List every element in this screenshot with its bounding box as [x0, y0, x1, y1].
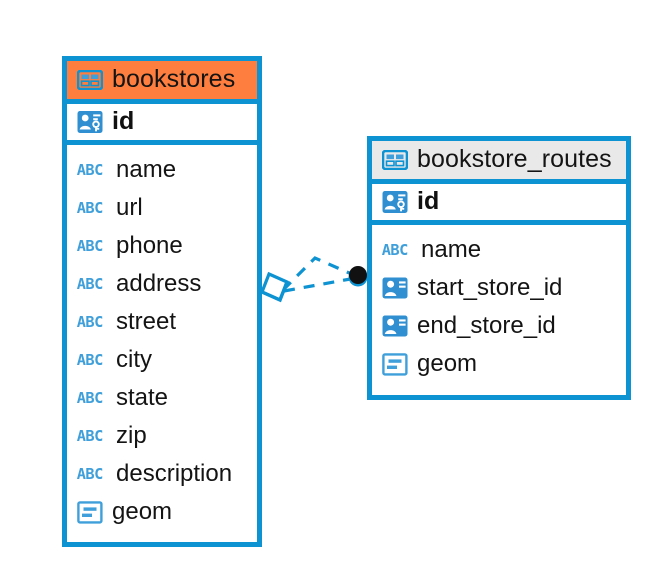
primary-key-label: id — [112, 107, 135, 135]
entity-header-bookstore-routes[interactable]: bookstore_routes — [372, 141, 626, 179]
foreign-key-icon — [382, 314, 408, 338]
abc-text-icon: ABC — [76, 274, 104, 293]
abc-text-icon: ABC — [76, 236, 104, 255]
field-row-phone[interactable]: ABC phone — [67, 227, 257, 265]
abc-text-icon: ABC — [76, 312, 104, 331]
entity-primary-key-row-bookstore-routes[interactable]: id — [372, 179, 626, 225]
table-icon — [77, 69, 103, 90]
abc-text-icon: ABC — [76, 426, 104, 445]
field-row-geom[interactable]: geom — [372, 345, 626, 383]
foreign-key-icon — [382, 276, 408, 300]
relationship-circle-halo — [348, 267, 368, 287]
primary-key-icon — [77, 110, 103, 134]
field-label: geom — [417, 350, 478, 377]
field-row-state[interactable]: ABC state — [67, 379, 257, 417]
entity-fields-bookstore-routes: ABC name start_store_id — [372, 225, 626, 389]
abc-text-icon: ABC — [76, 350, 104, 369]
field-label: url — [116, 194, 143, 221]
abc-text-icon: ABC — [381, 240, 409, 259]
field-label: end_store_id — [417, 312, 556, 339]
abc-text-icon: ABC — [76, 160, 104, 179]
field-label: name — [421, 236, 482, 263]
field-label: description — [116, 460, 233, 487]
table-icon — [382, 149, 408, 170]
field-row-url[interactable]: ABC url — [67, 189, 257, 227]
field-row-city[interactable]: ABC city — [67, 341, 257, 379]
field-label: geom — [112, 498, 173, 525]
field-label: phone — [116, 232, 183, 259]
abc-text-icon: ABC — [76, 464, 104, 483]
geometry-icon — [77, 500, 103, 524]
relationship-line-upper — [281, 256, 357, 292]
field-label: start_store_id — [417, 274, 563, 301]
field-row-description[interactable]: ABC description — [67, 455, 257, 493]
relationship-line-lower — [283, 276, 357, 293]
relationship-diamond-endpoint — [259, 271, 290, 303]
relationship-circle-endpoint — [349, 266, 367, 284]
entity-header-bookstores[interactable]: bookstores — [67, 61, 257, 99]
entity-primary-key-row-bookstores[interactable]: id — [67, 99, 257, 145]
entity-name-label: bookstore_routes — [417, 145, 612, 173]
field-row-zip[interactable]: ABC zip — [67, 417, 257, 455]
field-row-start-store-id[interactable]: start_store_id — [372, 269, 626, 307]
entity-bookstore-routes[interactable]: bookstore_routes id ABC name — [367, 136, 631, 400]
field-row-end-store-id[interactable]: end_store_id — [372, 307, 626, 345]
field-row-street[interactable]: ABC street — [67, 303, 257, 341]
field-label: name — [116, 156, 177, 183]
primary-key-icon — [382, 190, 408, 214]
field-label: state — [116, 384, 169, 411]
abc-text-icon: ABC — [76, 388, 104, 407]
entity-bookstores[interactable]: bookstores id ABC name — [62, 56, 262, 547]
field-row-name[interactable]: ABC name — [67, 151, 257, 189]
relationship-diamond-shadow — [261, 281, 289, 303]
geometry-icon — [382, 352, 408, 376]
field-label: zip — [116, 422, 147, 449]
field-label: city — [116, 346, 152, 373]
field-label: street — [116, 308, 177, 335]
primary-key-label: id — [417, 187, 440, 215]
entity-name-label: bookstores — [112, 65, 236, 93]
field-label: address — [116, 270, 202, 297]
field-row-address[interactable]: ABC address — [67, 265, 257, 303]
field-row-geom[interactable]: geom — [67, 493, 257, 531]
abc-text-icon: ABC — [76, 198, 104, 217]
field-row-name[interactable]: ABC name — [372, 231, 626, 269]
entity-fields-bookstores: ABC name ABC url ABC phone ABC address A… — [67, 145, 257, 537]
